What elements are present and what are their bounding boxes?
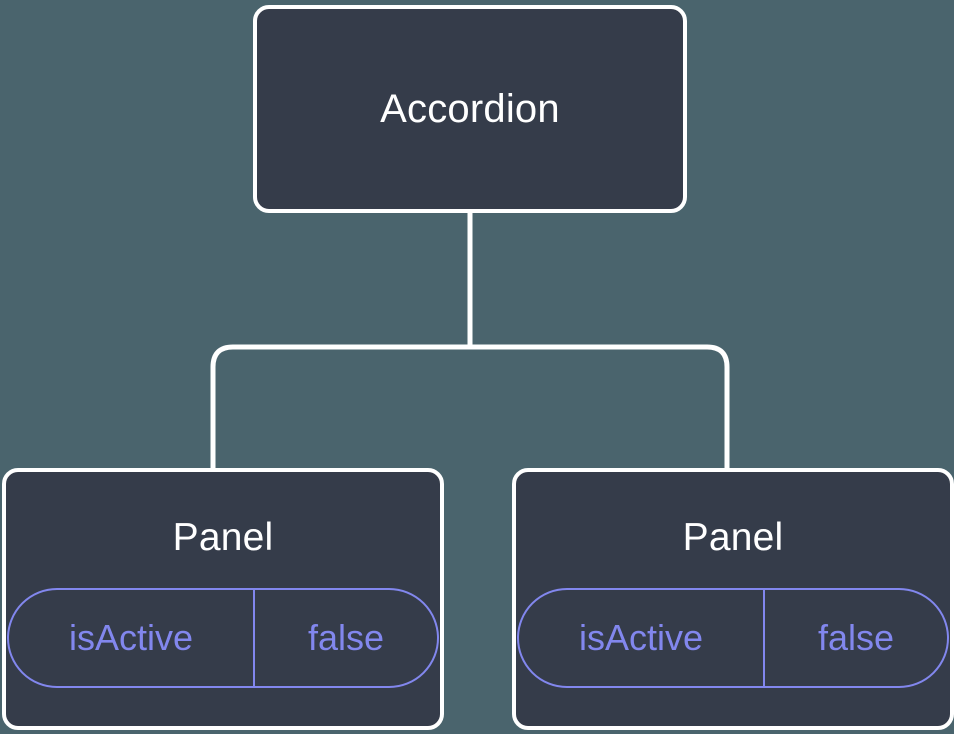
prop-name-panel-2: isActive [578, 617, 704, 658]
node-panel-1[interactable]: Panel isActive false [2, 468, 444, 730]
prop-divider [763, 590, 765, 686]
prop-name-cell: isActive [519, 590, 763, 686]
node-panel-1-label: Panel [172, 516, 274, 559]
prop-pill-panel-2[interactable]: isActive false [517, 588, 949, 688]
node-accordion[interactable]: Accordion [253, 5, 687, 213]
prop-name-panel-1: isActive [68, 617, 194, 658]
prop-divider [253, 590, 255, 686]
prop-value-panel-1: false [307, 617, 385, 658]
node-accordion-label: Accordion [380, 87, 560, 131]
prop-name-cell: isActive [9, 590, 253, 686]
node-panel-2-label: Panel [682, 516, 784, 559]
edge-to-panel-left [210, 344, 470, 470]
prop-pill-panel-1[interactable]: isActive false [7, 588, 439, 688]
edge-to-panel-right [470, 344, 730, 470]
prop-value-cell: false [765, 590, 947, 686]
node-panel-2[interactable]: Panel isActive false [512, 468, 954, 730]
prop-value-panel-2: false [817, 617, 895, 658]
prop-value-cell: false [255, 590, 437, 686]
